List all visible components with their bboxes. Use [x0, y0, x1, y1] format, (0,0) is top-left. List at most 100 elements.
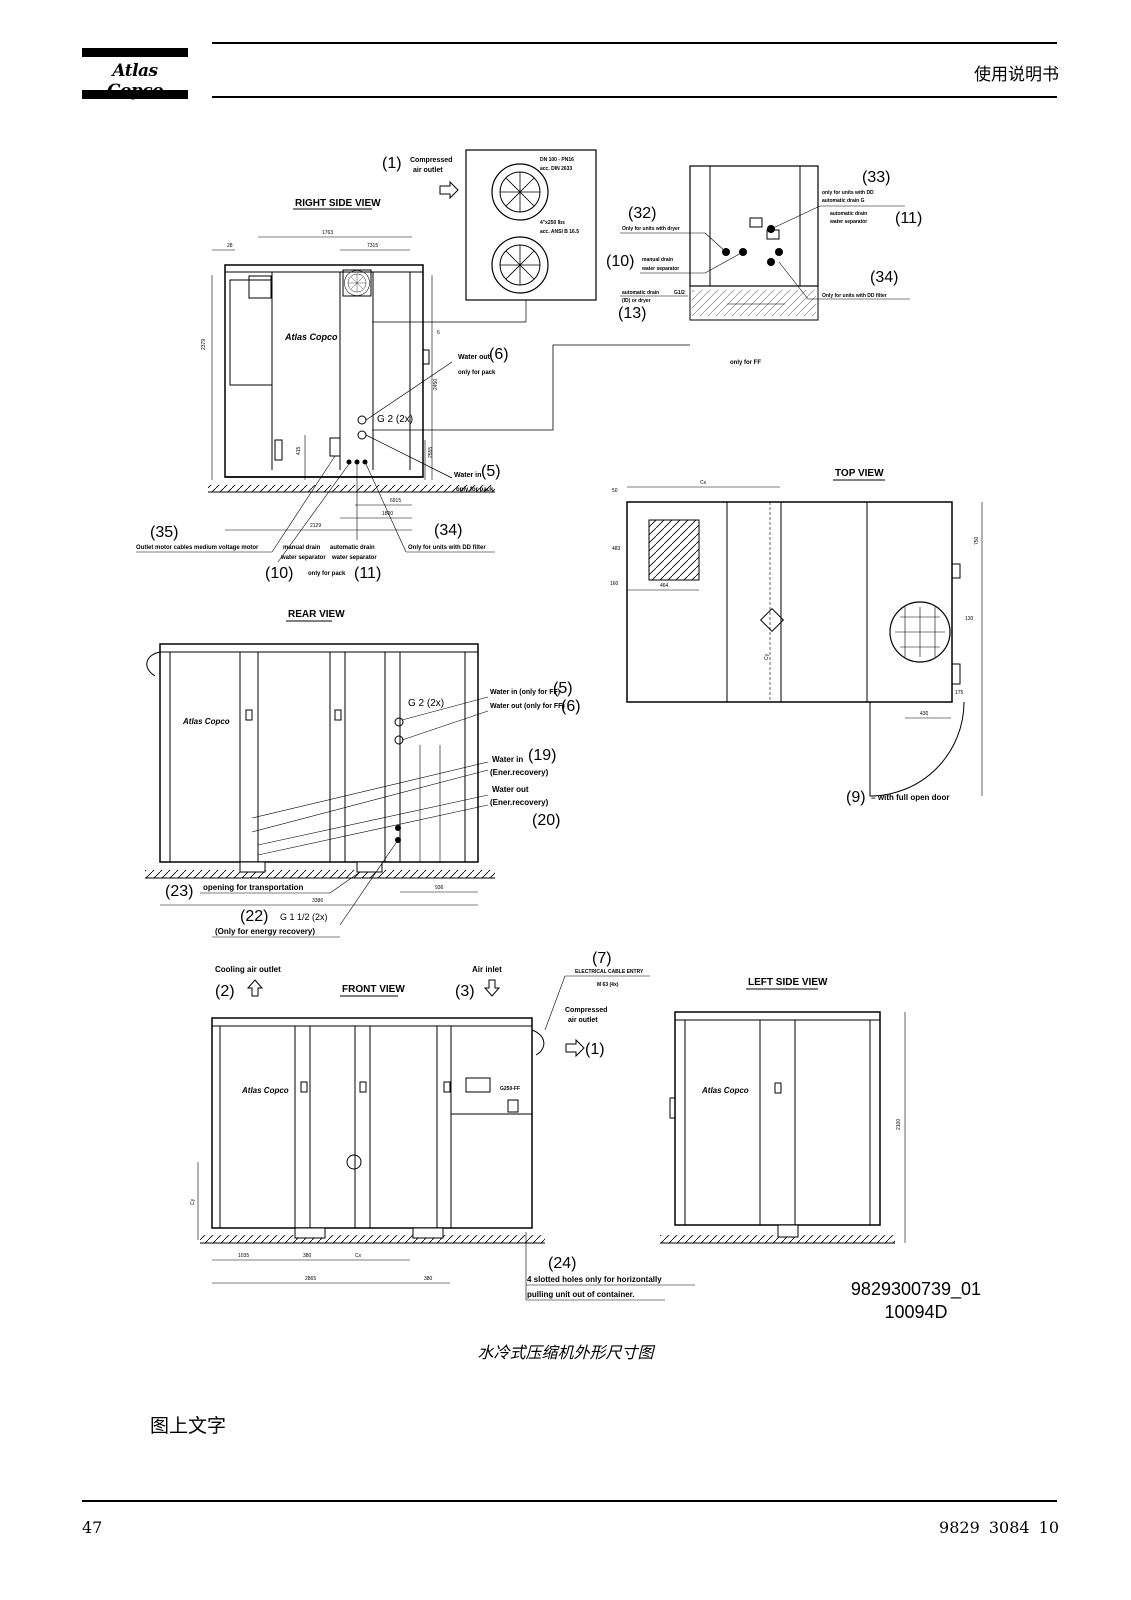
callout-13-text-c: (ID) or dryer	[622, 298, 651, 304]
top-view-title: TOP VIEW	[835, 468, 884, 479]
dim-483: 483	[612, 546, 621, 552]
drawing-number-b: 10094D	[884, 1302, 948, 1322]
rear-view-title: REAR VIEW	[288, 609, 345, 620]
callout-6-rear: (6)	[561, 698, 581, 715]
callout-13-text-b: G1/2	[674, 290, 685, 296]
flange-spec-d: acc. ANSI B 16.5	[540, 229, 579, 235]
page-number: 47	[82, 1518, 103, 1537]
dim-2450: 2450	[433, 379, 439, 390]
callout-19-text-b: (Ener.recovery)	[490, 768, 549, 777]
air-outlet-detail: (1) Compressed air outlet DN 100 - PN16 …	[382, 149, 597, 322]
header-rule-bottom	[212, 96, 1057, 98]
dim-415: 415	[296, 446, 302, 455]
callout-20-text: Water out	[492, 785, 529, 794]
callout-34-drain-text: Only for units with DD filter	[822, 293, 887, 299]
callout-6-text-b: only for pack	[458, 370, 496, 376]
callout-7-text-b: M 63 (4x)	[597, 982, 619, 988]
dim-380-b: 380	[424, 1276, 433, 1282]
dim-130: 130	[965, 616, 974, 622]
dim-380: 380	[303, 1253, 312, 1259]
dim-7315: 7315	[367, 243, 378, 249]
dim-2555: 2555	[428, 447, 434, 458]
figure-caption: 水冷式压缩机外形尺寸图	[477, 1343, 654, 1362]
only-for-ff-label: only for FF	[730, 360, 761, 366]
callout-19-text: Water in	[492, 755, 523, 764]
callout-24: (24)	[548, 1255, 576, 1272]
callout-10-drain-text: manual drain	[642, 257, 673, 263]
callout-5: (5)	[481, 463, 501, 480]
callout-9-text: = with full open door	[871, 793, 949, 802]
dim-2129: 2129	[310, 523, 321, 529]
dim-2379: 2379	[201, 339, 207, 350]
callout-6-text: Water out	[458, 354, 491, 361]
document-number: 9829 3084 10	[939, 1518, 1059, 1537]
callout-33-text: only for units with DD	[822, 190, 874, 196]
callout-6-rear-text: Water out (only for FF)	[490, 703, 565, 710]
callout-11-text: automatic drain	[330, 545, 375, 551]
callout-1-top: (1)	[382, 155, 402, 172]
callout-1-front-text: Compressed	[565, 1007, 607, 1014]
g2-label-rear: G 2 (2x)	[408, 698, 444, 709]
dim-cx-front: Cx	[355, 1253, 362, 1259]
callout-10-text-b: water separator	[280, 555, 326, 561]
dim-175: 175	[955, 690, 964, 696]
left-side-view: LEFT SIDE VIEW Atlas Copco 2100	[660, 977, 906, 1244]
callout-10-drain: (10)	[606, 253, 634, 270]
callout-7: (7)	[592, 950, 612, 967]
callout-33-text-b: automatic drain G	[822, 198, 865, 204]
callout-32-text: Only for units with dryer	[622, 226, 680, 232]
callout-23: (23)	[165, 883, 193, 900]
callout-13: (13)	[618, 305, 646, 322]
callout-1-front: (1)	[585, 1041, 605, 1058]
callout-10-text: manual drain	[283, 545, 321, 551]
callout-34-drain: (34)	[870, 269, 898, 286]
callout-24-text-b: pulling unit out of container.	[527, 1290, 635, 1299]
dim-160: 160	[610, 581, 619, 587]
callout-11: (11)	[354, 565, 381, 582]
callout-2: (2)	[215, 983, 235, 1000]
front-view: Cooling air outlet (2) FRONT VIEW Air in…	[190, 950, 695, 1301]
callout-9: (9)	[846, 789, 866, 806]
rear-view: REAR VIEW Atlas Copco G 2 (2x) Water in …	[145, 609, 581, 938]
callout-19: (19)	[528, 747, 556, 764]
callout-2-text: Cooling air outlet	[215, 965, 281, 974]
callout-13-text: automatic drain	[622, 290, 659, 296]
svg-text:Atlas Copco: Atlas Copco	[241, 1086, 289, 1095]
right-side-view-title: RIGHT SIDE VIEW	[295, 198, 381, 209]
callout-11-drain-text-b: water separator	[829, 219, 867, 225]
callout-6: (6)	[489, 346, 509, 363]
callout-34: (34)	[434, 522, 462, 539]
dim-2100: 2100	[896, 1119, 902, 1130]
callout-32: (32)	[628, 205, 656, 222]
callout-22: (22)	[240, 908, 268, 925]
callout-11-drain-text: automatic drain	[830, 211, 867, 217]
dim-cx-top: Cx	[700, 480, 707, 486]
callout-5-text: Water in	[454, 472, 481, 479]
svg-text:Atlas Copco: Atlas Copco	[701, 1086, 749, 1095]
dim-6: 6	[437, 330, 440, 336]
flange-spec-c: 4"x250 lbs	[540, 220, 565, 226]
callout-11-drain: (11)	[895, 210, 922, 227]
body-text: 图上文字	[150, 1415, 227, 1437]
drawing-number: 9829300739_01 10094D	[816, 1278, 1016, 1324]
dim-cy-front: Cy	[190, 1198, 196, 1205]
flange-spec-b: acc. DIN 2633	[540, 166, 572, 172]
dim-464: 464	[660, 583, 669, 589]
dim-1035: 1035	[238, 1253, 249, 1259]
callout-20: (20)	[532, 812, 560, 829]
callout-34-text: Only for units with DD filter	[408, 545, 486, 551]
drain-detail: (33) only for units with DD automatic dr…	[606, 165, 922, 366]
callout-23-text: opening for transportation	[203, 883, 304, 892]
dim-430: 430	[920, 711, 929, 717]
logo-bar-top	[82, 48, 188, 57]
callout-3: (3)	[455, 983, 475, 1000]
atlas-copco-logo: Atlas Copco	[82, 48, 188, 101]
cabinet-label: G250-FF	[500, 1086, 520, 1092]
dim-28: 28	[227, 243, 233, 249]
callout-10-drain-text-b: water separator	[641, 266, 679, 272]
callout-35-text: Outlet motor cables medium voltage motor	[136, 545, 259, 551]
right-side-view: RIGHT SIDE VIEW Atlas Copco 1763 7315 28…	[136, 198, 509, 582]
callout-33: (33)	[862, 169, 890, 186]
footer-rule	[82, 1500, 1057, 1502]
drawing-number-a: 9829300739_01	[850, 1279, 982, 1299]
